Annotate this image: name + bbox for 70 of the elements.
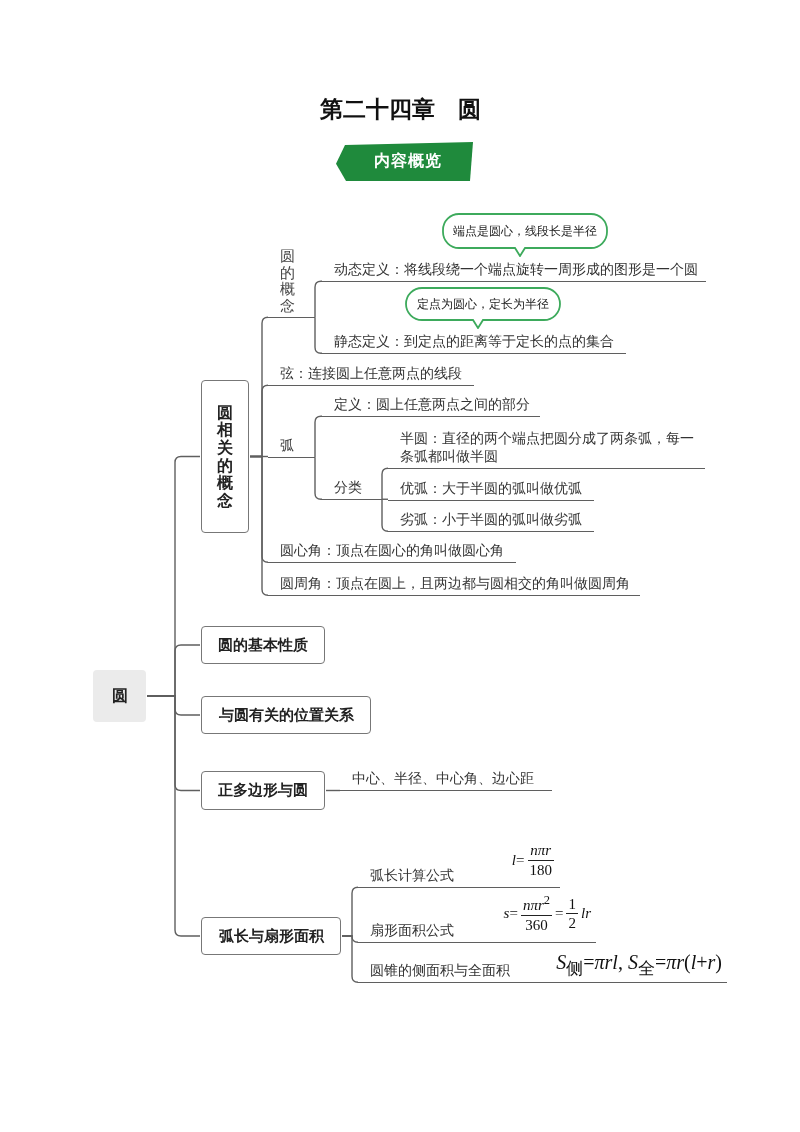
formula-term: s= — [502, 905, 519, 922]
underlined-topic — [268, 540, 516, 563]
topic-text: 静态定义：到定点的距离等于定长的点的集合 — [334, 331, 614, 350]
fraction-numerator: nπr — [529, 842, 553, 860]
topic-text: 动态定义：将线段绕一个端点旋转一周形成的图形是一个圆 — [334, 259, 698, 278]
underlined-topic — [322, 394, 540, 417]
topic-box — [201, 696, 371, 734]
bubble-text: 定点为圆心，定长为半径 — [417, 296, 549, 312]
topic-text: 半圆：直径的两个端点把圆分成了两条弧，每一条弧都叫做半圆 — [400, 428, 694, 465]
topic-text: 分类 — [334, 477, 362, 496]
underlined-topic — [388, 428, 705, 469]
topic-box — [201, 917, 341, 955]
topic-text: 弧 — [280, 435, 294, 454]
page-title: 第二十四章 圆 — [319, 96, 481, 124]
topic-text: 扇形面积公式 — [370, 920, 454, 939]
speech-bubble — [405, 287, 561, 329]
underlined-topic — [388, 478, 594, 501]
formula-term: S$_{侧}$=πrl, S$_{全}$=πr(l+r) — [555, 950, 723, 978]
connector-line — [381, 498, 389, 500]
speech-bubble — [442, 213, 608, 257]
underlined-topic — [322, 477, 382, 500]
topic-box — [201, 626, 325, 664]
fraction-numerator: nπr$^{2}$ — [521, 894, 551, 915]
formula-term: l= — [510, 851, 526, 869]
formula-term: = — [554, 905, 565, 922]
underlined-topic — [268, 363, 474, 386]
bubble-text: 端点是圆心，线段长是半径 — [453, 223, 597, 239]
underlined-topic — [340, 768, 552, 791]
underlined-topic — [268, 248, 315, 318]
topic-text: 圆心角：顶点在圆心的角叫做圆心角 — [280, 540, 504, 559]
banner-text: 内容概览 — [373, 151, 442, 172]
connector-line — [314, 415, 323, 458]
connector-line — [314, 280, 323, 318]
central-topic-box — [93, 670, 146, 722]
underlined-topic — [388, 509, 594, 532]
topic-label: 弧长与扇形面积 — [218, 926, 324, 946]
formula-term: lr — [580, 905, 592, 922]
topic-label: 与圆有关的位置关系 — [218, 705, 354, 725]
topic-label: 圆 — [111, 685, 128, 707]
underlined-topic — [358, 894, 596, 943]
connector-line — [249, 455, 269, 596]
connector-line — [314, 316, 323, 354]
connector-line — [341, 935, 359, 983]
topic-label: 正多边形与圆 — [218, 781, 308, 800]
underlined-topic — [268, 435, 315, 458]
underlined-topic — [322, 259, 706, 282]
topic-text: 弧长计算公式 — [370, 865, 454, 884]
connector-line — [314, 456, 323, 500]
topic-box — [201, 380, 249, 533]
fraction-denominator: 360 — [520, 914, 552, 933]
topic-text: 圆锥的侧面积与全面积 — [370, 960, 510, 979]
topic-text: 优弧：大于半圆的弧叫做优弧 — [400, 478, 582, 497]
connector-line — [381, 467, 389, 500]
fraction-denominator: 2 — [566, 913, 578, 932]
topic-label: 圆相关的概念 — [217, 403, 233, 510]
topic-text: 定义：圆上任意两点之间的部分 — [334, 394, 530, 413]
underlined-topic — [268, 573, 640, 596]
topic-text: 劣弧：小于半圆的弧叫做劣弧 — [400, 509, 582, 528]
fraction-denominator: 180 — [527, 859, 554, 878]
topic-text: 圆周角：顶点在圆上，且两边都与圆相交的角叫做圆周角 — [280, 573, 630, 592]
topic-label: 圆的基本性质 — [218, 635, 308, 655]
topic-text: 弦：连接圆上任意两点的线段 — [280, 363, 462, 382]
underlined-topic — [322, 331, 626, 354]
connector-line — [381, 498, 389, 532]
fraction-numerator: 1 — [567, 895, 577, 913]
topic-text: 中心、半径、中心角、边心距 — [352, 768, 534, 787]
topic-text: 圆的概念 — [280, 248, 295, 314]
connector-line — [146, 695, 201, 937]
topic-box — [201, 771, 325, 810]
section-banner — [336, 142, 473, 181]
